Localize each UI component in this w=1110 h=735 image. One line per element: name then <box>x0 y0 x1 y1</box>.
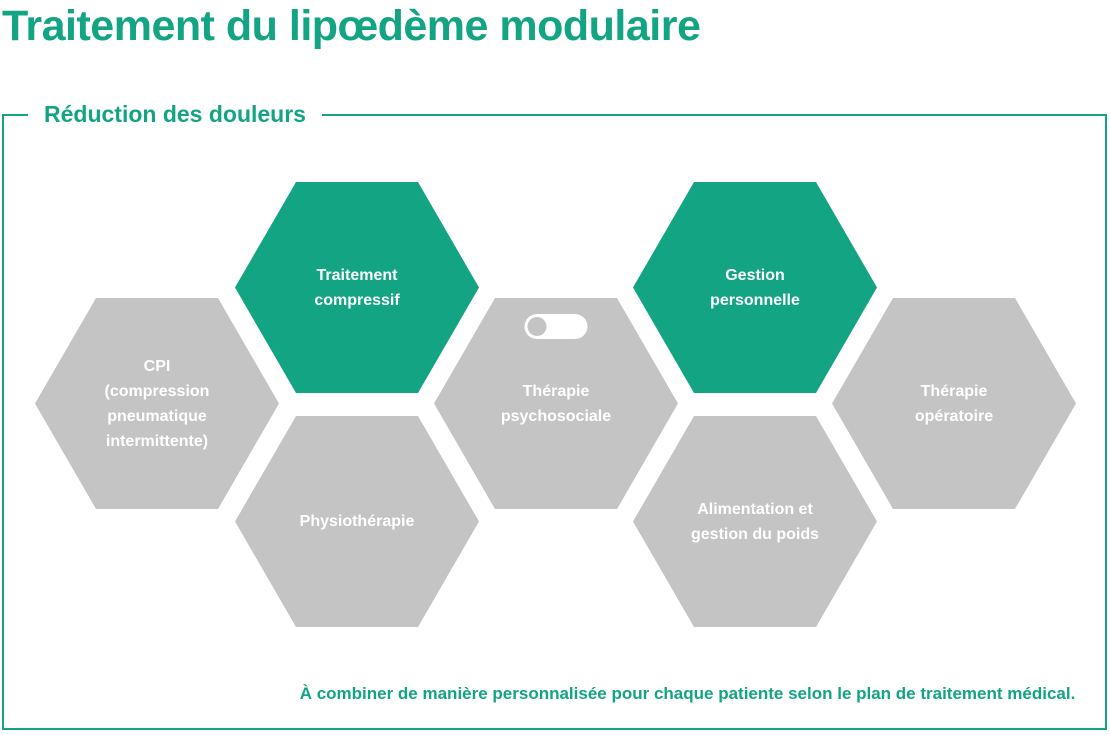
hexagon-alimentation-gestion-poids-label: Alimentation et gestion du poids <box>691 500 819 543</box>
toggle-knob <box>527 317 547 336</box>
toggle-switch-icon[interactable] <box>524 314 588 339</box>
hexagon-physiotherapie-label: Physiothérapie <box>299 513 415 530</box>
hexagon-therapie-operatoire[interactable]: Thérapie opératoire <box>832 298 1076 509</box>
hexagon-therapie-psychosociale[interactable]: Thérapie psychosociale <box>434 298 678 509</box>
hexagon-gestion-personnelle-label: Gestion personnelle <box>710 266 800 309</box>
hexagon-gestion-personnelle[interactable]: Gestion personnelle <box>633 182 877 393</box>
hexagon-therapie-psychosociale-label: Thérapie psychosociale <box>500 382 612 425</box>
group-legend: Réduction des douleurs <box>28 99 322 129</box>
hexagon-physiotherapie[interactable]: Physiothérapie <box>235 416 479 627</box>
page-title: Traitement du lipœdème modulaire <box>2 2 701 50</box>
combination-note: À combiner de manière personnalisée pour… <box>299 684 1076 703</box>
hexagon-alimentation-gestion-poids[interactable]: Alimentation et gestion du poids <box>633 416 877 627</box>
pain-reduction-group-frame: Réduction des douleurs CPI (compression … <box>2 99 1107 730</box>
hexagon-cpi[interactable]: CPI (compression pneumatique intermitten… <box>35 298 279 509</box>
hexagon-traitement-compressif-label: Traitement compressif <box>314 266 400 309</box>
hexagon-traitement-compressif[interactable]: Traitement compressif <box>235 182 479 393</box>
hexagon-therapie-operatoire-label: Thérapie opératoire <box>914 382 994 425</box>
hexagon-cpi-label: CPI (compression pneumatique intermitten… <box>104 357 210 450</box>
